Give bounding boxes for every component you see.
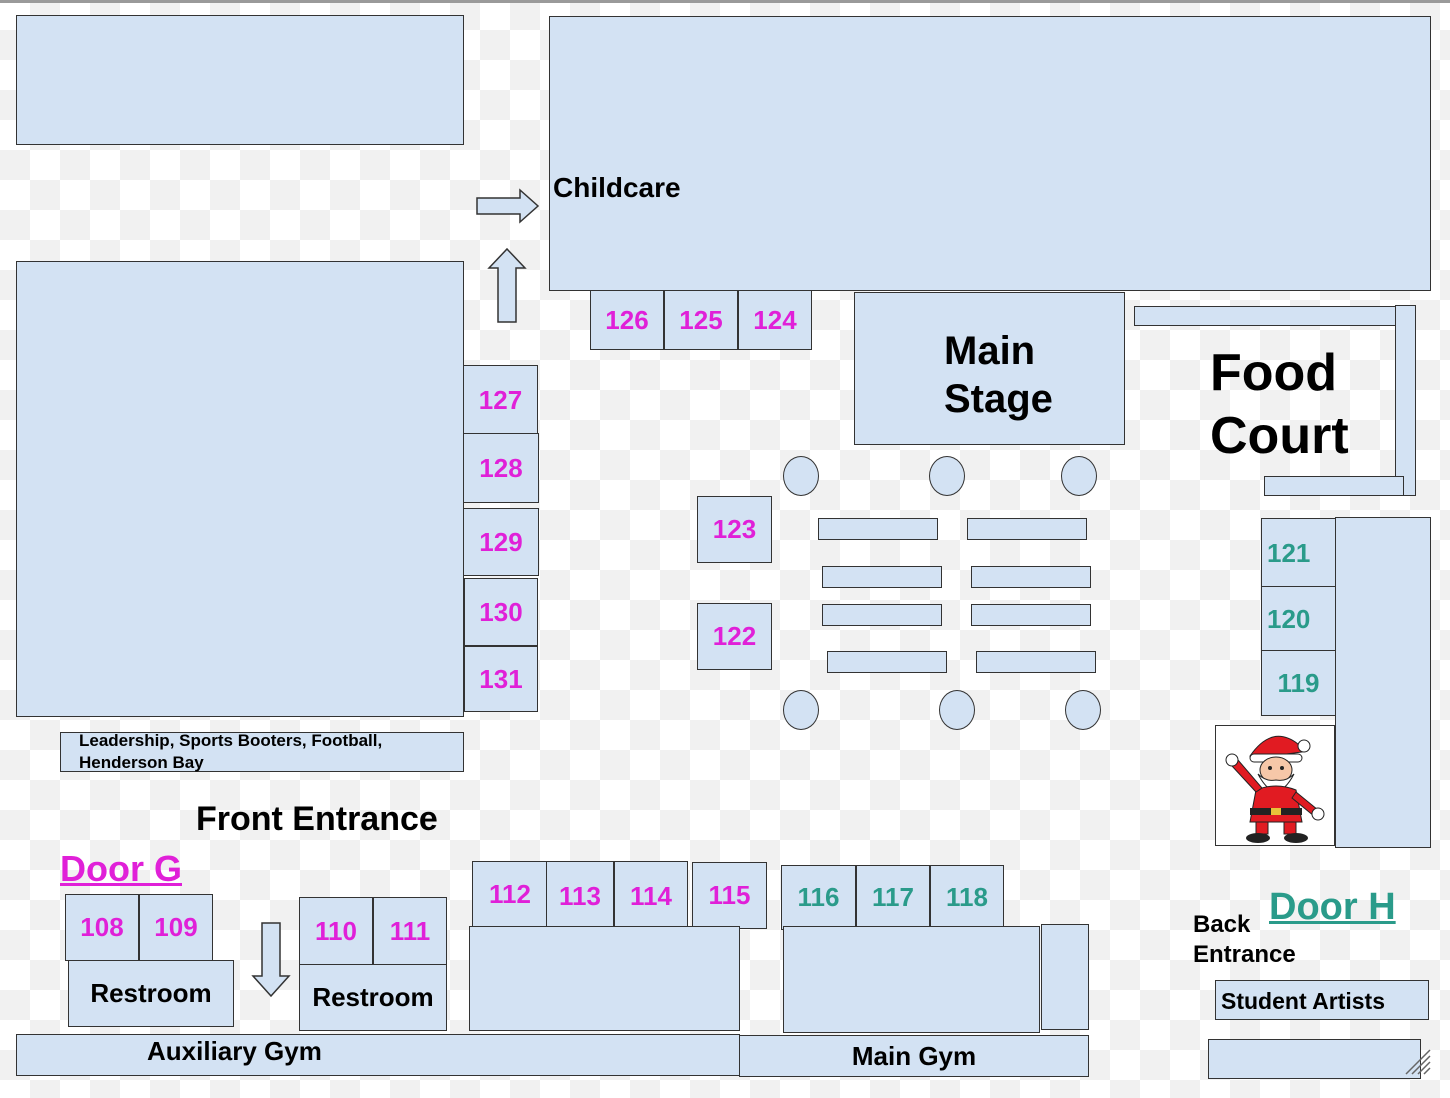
booth-108[interactable]: 108	[65, 894, 139, 961]
table-long	[971, 566, 1091, 588]
booth-131[interactable]: 131	[464, 646, 538, 712]
leadership-sign: Leadership, Sports Booters, Football, He…	[60, 731, 464, 772]
table-long	[822, 566, 942, 588]
room-top-left	[16, 15, 464, 145]
food-court-counter-bottom	[1264, 476, 1404, 496]
table-long	[818, 518, 938, 540]
booth-124[interactable]: 124	[738, 290, 812, 350]
food-court-label-line2: Court	[1210, 407, 1349, 465]
booth-126[interactable]: 126	[590, 290, 664, 350]
booth-123[interactable]: 123	[697, 496, 772, 563]
booth-117[interactable]: 117	[856, 865, 930, 930]
table-long	[971, 604, 1091, 626]
room-left-large	[16, 261, 464, 717]
food-court-counter-side	[1395, 305, 1416, 496]
resize-grip-icon[interactable]	[1400, 1044, 1432, 1076]
food-court-counter-top	[1134, 306, 1404, 326]
main-stage-label-line2: Stage	[944, 377, 1053, 421]
table-round	[1065, 690, 1101, 730]
table-round	[929, 456, 965, 496]
arrow-right-icon	[476, 188, 540, 224]
table-round	[783, 456, 819, 496]
table-long	[822, 604, 942, 626]
main-gym: Main Gym	[739, 1035, 1089, 1077]
door-h-label[interactable]: Door H	[1269, 886, 1396, 928]
booth-109[interactable]: 109	[139, 894, 213, 961]
booth-116[interactable]: 116	[781, 865, 856, 930]
restroom-right: Restroom	[299, 964, 447, 1031]
table-long	[827, 651, 947, 673]
food-court-label-line1: Food	[1210, 344, 1338, 402]
door-g-label[interactable]: Door G	[60, 848, 182, 889]
back-entrance-label-line1: Back	[1193, 911, 1251, 938]
table-round	[1061, 456, 1097, 496]
booth-121[interactable]: 121	[1261, 518, 1336, 588]
booth-130[interactable]: 130	[464, 578, 538, 646]
santa-icon	[1225, 735, 1325, 843]
main-gym-label: Main Gym	[851, 1040, 977, 1071]
room-bottom-middle	[469, 926, 740, 1031]
booth-112[interactable]: 112	[472, 861, 548, 928]
booth-113[interactable]: 113	[546, 861, 614, 931]
booth-115[interactable]: 115	[692, 862, 767, 929]
top-border-line	[0, 0, 1450, 3]
auxiliary-gym-label: Auxiliary Gym	[147, 1036, 322, 1066]
booth-125[interactable]: 125	[664, 290, 738, 350]
student-artists-booth[interactable]: Student Artists	[1215, 980, 1429, 1020]
booth-122[interactable]: 122	[697, 603, 772, 670]
booth-111[interactable]: 111	[373, 897, 447, 965]
booth-129[interactable]: 129	[463, 508, 539, 576]
childcare-room	[549, 16, 1431, 291]
auxiliary-gym: Auxiliary Gym	[16, 1034, 740, 1076]
booth-114[interactable]: 114	[614, 861, 688, 931]
front-entrance-label: Front Entrance	[196, 800, 438, 838]
leadership-label-line1: Leadership, Sports Booters, Football,	[79, 731, 383, 750]
booth-119[interactable]: 119	[1261, 650, 1336, 716]
restroom-right-label: Restroom	[312, 982, 434, 1012]
back-entrance-label-line2: Entrance	[1193, 941, 1296, 968]
arrow-down-icon	[251, 922, 291, 998]
restroom-left-label: Restroom	[90, 978, 212, 1008]
santa-photo-booth[interactable]	[1215, 725, 1335, 846]
right-wall-room	[1335, 517, 1431, 848]
booth-110[interactable]: 110	[299, 897, 373, 965]
room-bottom-gym-side	[783, 926, 1040, 1033]
childcare-label: Childcare	[553, 172, 681, 203]
table-round	[783, 690, 819, 730]
restroom-left: Restroom	[68, 960, 234, 1027]
main-stage-label-line1: Main	[944, 329, 1036, 373]
student-artists-label: Student Artists	[1221, 988, 1385, 1014]
table-long	[967, 518, 1087, 540]
table-round	[939, 690, 975, 730]
booth-127[interactable]: 127	[463, 365, 538, 435]
booth-118[interactable]: 118	[930, 865, 1004, 930]
booth-120[interactable]: 120	[1261, 586, 1336, 652]
main-stage: Main Stage	[854, 292, 1125, 445]
table-long	[976, 651, 1096, 673]
leadership-label-line2: Henderson Bay	[79, 753, 204, 772]
room-bottom-right	[1208, 1039, 1421, 1079]
arrow-up-icon	[487, 247, 527, 323]
booth-128[interactable]: 128	[463, 433, 539, 503]
room-bottom-narrow	[1041, 924, 1089, 1030]
